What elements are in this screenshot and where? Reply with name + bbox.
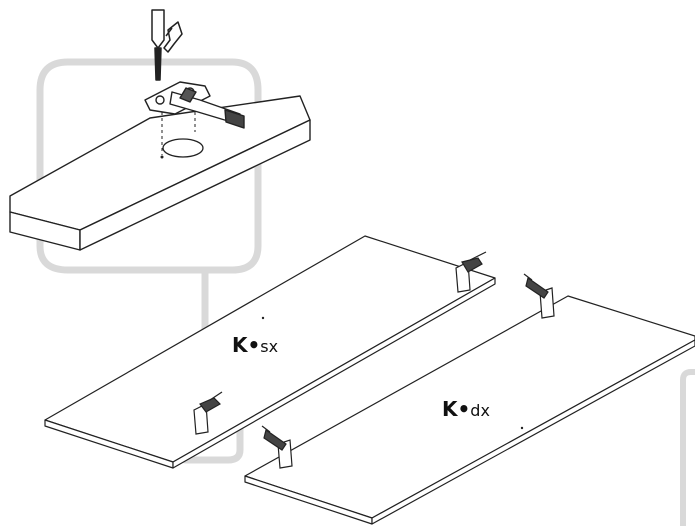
detail-board-front xyxy=(79,119,311,251)
label-dx-side: dx xyxy=(470,401,490,420)
panel-dx-mark xyxy=(520,426,524,430)
door-panel-sx-side xyxy=(172,277,496,469)
door-panel-dx-side xyxy=(371,339,695,525)
hinge-icon xyxy=(193,391,223,435)
screwdriver-icon xyxy=(151,9,183,81)
label-sx-letter: K xyxy=(232,333,248,357)
drill-hole-icon xyxy=(162,138,204,158)
label-panel-dx: K•dx xyxy=(442,397,490,421)
label-sx-side: sx xyxy=(260,337,279,356)
hinge-icon xyxy=(523,273,555,319)
label-dx-letter: K xyxy=(442,397,458,421)
door-panel-dx xyxy=(244,295,695,525)
guide-dot xyxy=(160,155,164,159)
door-panel-sx xyxy=(44,235,496,469)
callout-frame xyxy=(36,58,262,274)
hinge-icon xyxy=(455,251,487,293)
label-sx-separator: • xyxy=(247,333,261,357)
hinge-icon xyxy=(144,81,245,129)
hinge-icon xyxy=(261,425,293,469)
panel-sx-mark xyxy=(261,316,265,320)
partial-panel-frame xyxy=(680,369,695,526)
label-dx-separator: • xyxy=(457,397,471,421)
detail-board xyxy=(9,95,311,251)
label-panel-sx: K•sx xyxy=(232,333,278,357)
